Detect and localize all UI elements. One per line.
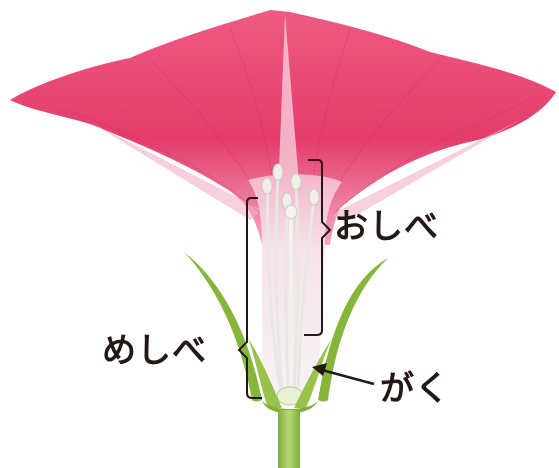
anther bbox=[262, 178, 272, 194]
sepal-arrow bbox=[312, 363, 374, 384]
stamen-label: おしべ bbox=[334, 210, 439, 244]
pistil-stigma bbox=[285, 205, 297, 219]
anther bbox=[273, 164, 283, 180]
sepal-right-long bbox=[318, 258, 388, 402]
anther bbox=[309, 189, 319, 205]
sepal-left-long bbox=[184, 252, 262, 402]
stem bbox=[278, 410, 300, 468]
pistil-label: めしべ bbox=[102, 334, 207, 368]
anther bbox=[291, 174, 301, 190]
sepal-label: がく bbox=[380, 372, 450, 406]
